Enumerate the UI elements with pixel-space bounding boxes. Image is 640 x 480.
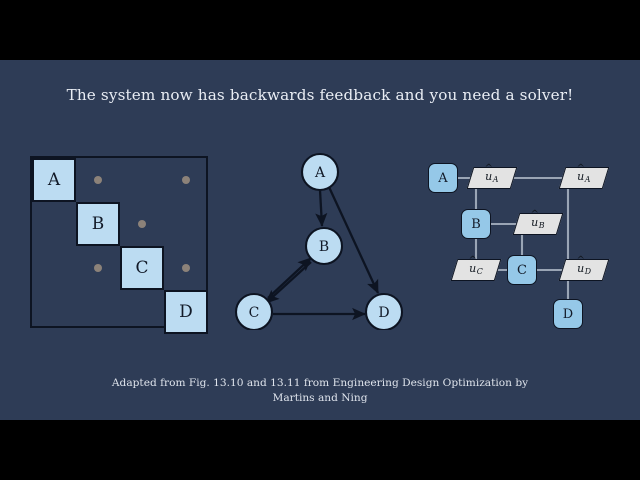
xdsm-variable-uc-row2-col1: u^C: [450, 255, 502, 281]
graph-node-label-d: D: [378, 305, 389, 321]
dsm-block-d: D: [164, 290, 208, 334]
figure-caption-line-1: Adapted from Fig. 13.10 and 13.11 from E…: [111, 377, 529, 389]
xdsm-var-label-ud: u^D: [576, 255, 591, 277]
graph-node-label-a: A: [314, 165, 326, 181]
figure-caption: Adapted from Fig. 13.10 and 13.11 from E…: [70, 376, 570, 406]
slide-canvas: The system now has backwards feedback an…: [0, 60, 640, 420]
dsm-figure: A B C D: [28, 152, 210, 334]
dsm-outer-border: [30, 156, 208, 328]
dsm-dot-c-d: [182, 264, 190, 272]
xdsm-process-d: D: [553, 299, 583, 329]
xdsm-variable-ua-row0-col3: u^A: [558, 163, 610, 189]
graph-node-a: [300, 152, 340, 192]
graph-node-b: [304, 226, 344, 266]
xdsm-variable-ua-row0-col1: u^A: [466, 163, 518, 189]
graph-svg: A B C D: [234, 152, 404, 330]
dsm-block-a: A: [32, 158, 76, 202]
xdsm-process-a: A: [428, 163, 458, 193]
dsm-dot-a-b: [94, 176, 102, 184]
graph-node-d: [364, 292, 404, 330]
dsm-block-b: B: [76, 202, 120, 246]
xdsm-variable-ub-row1-col2: u^B: [512, 209, 564, 235]
xdsm-var-label-ub: u^B: [530, 209, 545, 231]
graph-node-c: [234, 292, 274, 330]
dsm-dot-a-d: [182, 176, 190, 184]
graph-edge-c-b: [267, 257, 312, 299]
graph-node-label-c: C: [249, 305, 260, 321]
dsm-dot-c-b: [94, 264, 102, 272]
letterbox-bottom-bar: [0, 420, 640, 480]
letterbox-top-bar: [0, 0, 640, 60]
graph-node-label-b: B: [319, 239, 329, 255]
xdsm-figure: A B C D u^A u^A u^B u^: [418, 152, 630, 330]
xdsm-var-label-ua-2: u^A: [576, 163, 591, 185]
dsm-block-c: C: [120, 246, 164, 290]
xdsm-process-b: B: [461, 209, 491, 239]
xdsm-var-label-uc: u^C: [468, 255, 483, 277]
dsm-dot-b-c: [138, 220, 146, 228]
graph-figure: A B C D: [232, 152, 404, 330]
graph-edge-a-b: [315, 189, 328, 227]
xdsm-variable-ud-row2-col3: u^D: [558, 255, 610, 281]
graph-edge-b-c: [265, 261, 312, 304]
page-title: The system now has backwards feedback an…: [66, 86, 574, 104]
figure-caption-line-2: Martins and Ning: [272, 392, 368, 404]
xdsm-process-c: C: [507, 255, 537, 285]
graph-edge-a-d: [327, 186, 380, 294]
xdsm-var-label-ua-1: u^A: [484, 163, 499, 185]
